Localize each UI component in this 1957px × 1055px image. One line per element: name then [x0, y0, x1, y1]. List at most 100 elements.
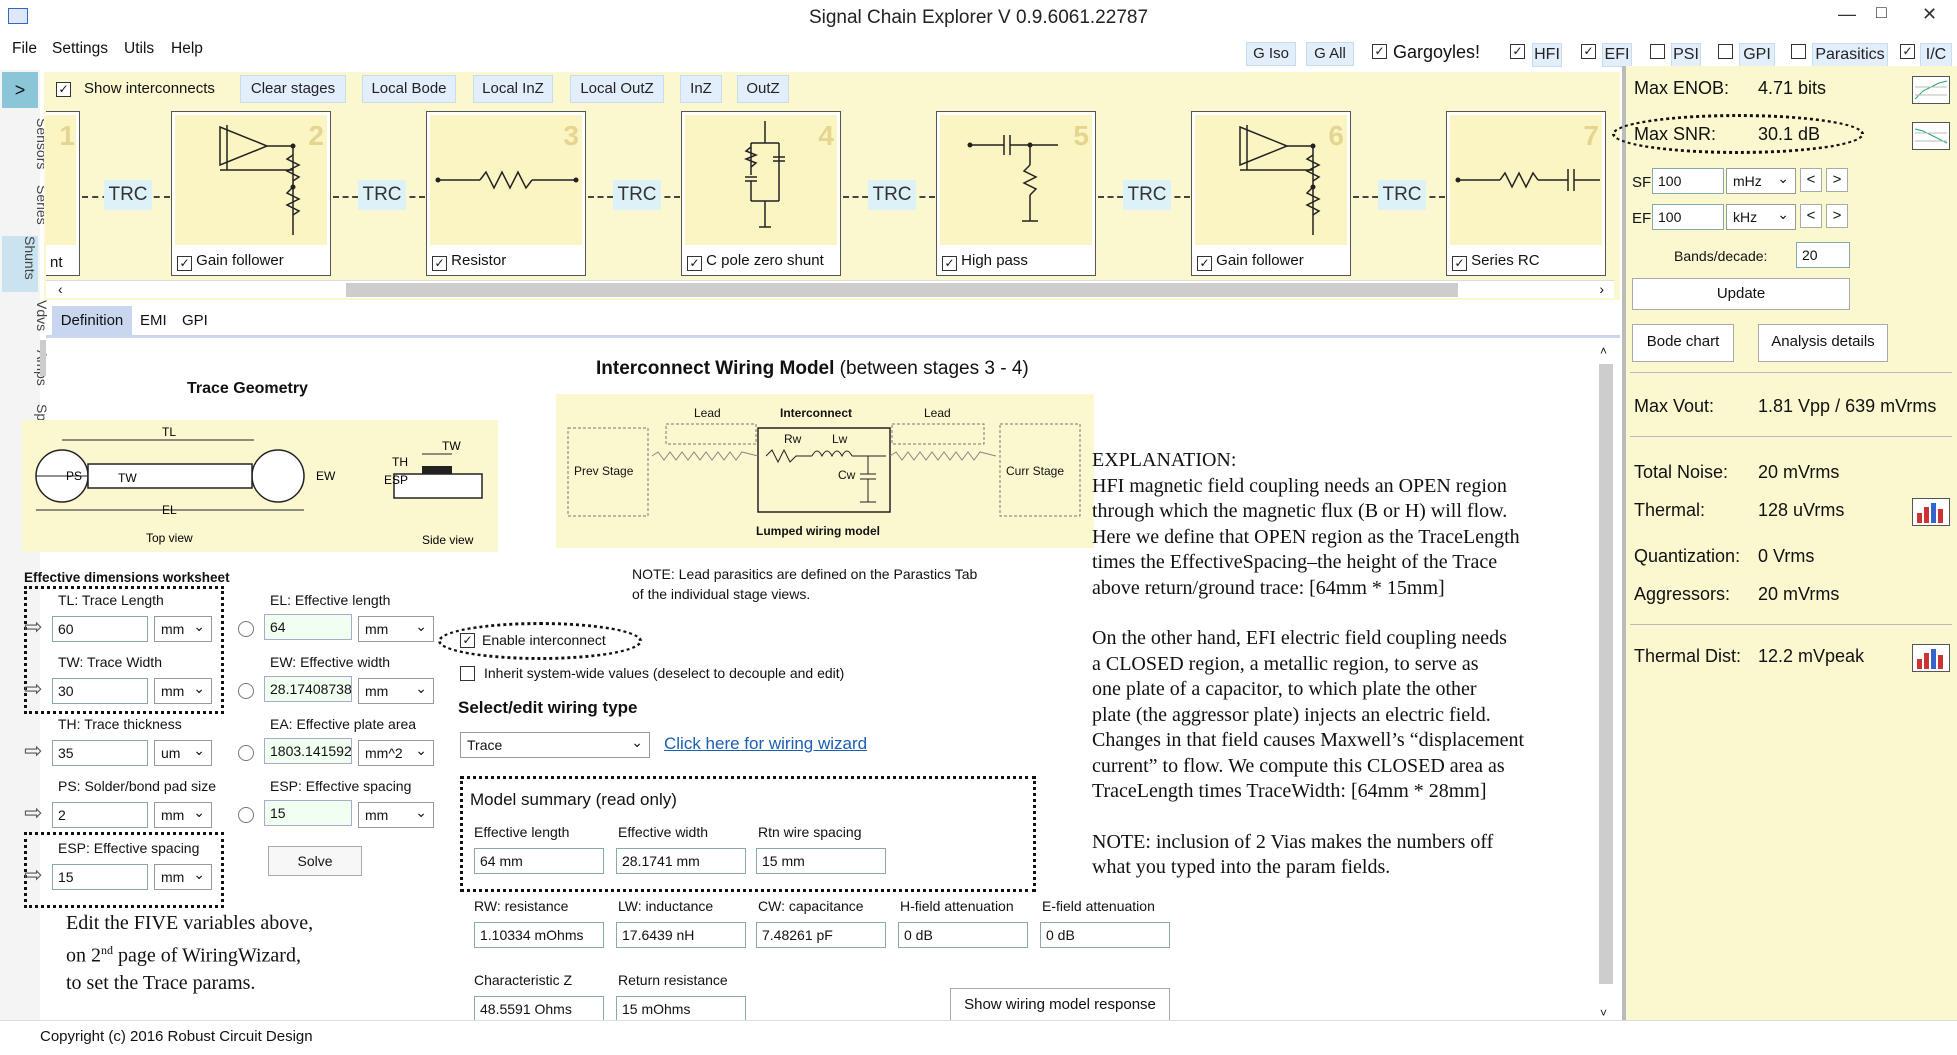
scroll-up-icon[interactable]: ˄	[1600, 344, 1608, 358]
esp-input[interactable]: 15	[52, 864, 148, 890]
esp2-radio[interactable]	[238, 807, 254, 823]
trc-button[interactable]: TRC	[1123, 180, 1171, 210]
show-response-button[interactable]: Show wiring model response	[950, 988, 1170, 1022]
ef-input[interactable]: 100	[1652, 204, 1724, 230]
scroll-left-icon[interactable]: ‹	[58, 281, 63, 297]
vscroll-thumb[interactable]	[1599, 364, 1613, 984]
efi-checkbox[interactable]: ✓	[1581, 44, 1596, 59]
stage-checkbox[interactable]: ✓	[1197, 256, 1212, 271]
wiring-type-select[interactable]: Trace	[460, 730, 650, 758]
stage-scrollbar[interactable]: ‹ ›	[46, 280, 1614, 298]
esp2-unit-select[interactable]: mm	[358, 800, 434, 828]
trc-button[interactable]: TRC	[358, 180, 406, 210]
inz-button[interactable]: InZ	[680, 75, 722, 103]
bands-input[interactable]: 20	[1796, 242, 1850, 268]
inherit-checkbox[interactable]	[460, 666, 475, 681]
update-button[interactable]: Update	[1632, 278, 1850, 310]
enable-interconnect-checkbox[interactable]: ✓	[460, 633, 475, 648]
outz-button[interactable]: OutZ	[737, 75, 789, 103]
trc-button[interactable]: TRC	[868, 180, 916, 210]
th-input[interactable]: 35	[52, 740, 148, 766]
main-vscrollbar[interactable]: ˄ ˅	[1596, 344, 1616, 1020]
tab-definition[interactable]: Definition	[52, 306, 132, 338]
stage-3[interactable]: 3 ✓ Resistor	[426, 111, 586, 276]
esp-unit-select[interactable]: mm	[154, 862, 212, 890]
sf-unit-select[interactable]: mHz	[1726, 166, 1796, 194]
g-iso-button[interactable]: G Iso	[1246, 42, 1296, 66]
minimize-icon[interactable]: —	[1838, 4, 1856, 24]
stage-checkbox[interactable]: ✓	[1452, 256, 1467, 271]
ew-radio[interactable]	[238, 683, 254, 699]
g-all-button[interactable]: G All	[1306, 42, 1354, 66]
close-icon[interactable]: ✕	[1922, 4, 1938, 24]
wiring-wizard-link[interactable]: Click here for wiring wizard	[664, 734, 868, 753]
thermal-histogram-icon[interactable]	[1912, 498, 1950, 526]
local-inz-button[interactable]: Local InZ	[473, 75, 553, 103]
snr-chart-icon[interactable]	[1912, 122, 1950, 150]
tw-unit-select[interactable]: mm	[154, 676, 212, 704]
tab-gpi[interactable]: GPI	[182, 312, 208, 329]
menu-utils[interactable]: Utils	[124, 40, 155, 57]
el-input[interactable]: 64	[264, 614, 352, 640]
trc-button[interactable]: TRC	[613, 180, 661, 210]
stage-7[interactable]: 7 ✓ Series RC	[1446, 111, 1606, 276]
ea-radio[interactable]	[238, 745, 254, 761]
stage-checkbox[interactable]: ✓	[687, 256, 702, 271]
ea-input[interactable]: 1803.1415926	[264, 738, 352, 764]
solve-button[interactable]: Solve	[268, 846, 362, 876]
sf-prev-button[interactable]: <	[1800, 168, 1822, 192]
stage-5[interactable]: 5 ✓ High pass	[936, 111, 1096, 276]
tab-emi[interactable]: EMI	[140, 312, 167, 329]
hfi-checkbox[interactable]: ✓	[1510, 44, 1525, 59]
psi-checkbox[interactable]	[1650, 44, 1665, 59]
maximize-icon[interactable]: □	[1876, 2, 1887, 22]
esp2-input[interactable]: 15	[264, 800, 352, 826]
trc-button[interactable]: TRC	[104, 180, 152, 210]
sf-next-button[interactable]: >	[1826, 168, 1848, 192]
ef-next-button[interactable]: >	[1826, 204, 1848, 228]
enob-chart-icon[interactable]	[1912, 76, 1950, 104]
thermal-dist-histogram-icon[interactable]	[1912, 644, 1950, 672]
stage-1[interactable]: 1 nt	[46, 111, 80, 276]
expand-button[interactable]: >	[2, 72, 38, 108]
analysis-details-button[interactable]: Analysis details	[1758, 324, 1888, 362]
parasitics-checkbox[interactable]	[1791, 44, 1806, 59]
gargoyles-checkbox[interactable]: ✓	[1372, 44, 1387, 59]
menu-settings[interactable]: Settings	[52, 40, 109, 57]
th-unit-select[interactable]: um	[154, 738, 212, 766]
bode-chart-button[interactable]: Bode chart	[1632, 324, 1734, 362]
el-radio[interactable]	[238, 621, 254, 637]
ef-unit-select[interactable]: kHz	[1726, 202, 1796, 230]
ea-unit-select[interactable]: mm^2	[358, 738, 434, 766]
clear-stages-button[interactable]: Clear stages	[240, 75, 346, 103]
stage-checkbox[interactable]: ✓	[942, 256, 957, 271]
sf-input[interactable]: 100	[1652, 168, 1724, 194]
ew-unit-select[interactable]: mm	[358, 676, 434, 704]
ic-checkbox[interactable]: ✓	[1900, 44, 1915, 59]
scroll-right-icon[interactable]: ›	[1599, 281, 1604, 297]
local-outz-button[interactable]: Local OutZ	[570, 75, 664, 103]
ps-unit-select[interactable]: mm	[154, 800, 212, 828]
tl-unit-select[interactable]: mm	[154, 614, 212, 642]
scroll-down-icon[interactable]: ˅	[1600, 1006, 1608, 1020]
stage-2[interactable]: 2 ✓ Gain follower	[171, 111, 331, 276]
gpi-checkbox[interactable]	[1718, 44, 1733, 59]
tl-input[interactable]: 60	[52, 616, 148, 642]
ef-prev-button[interactable]: <	[1800, 204, 1822, 228]
stage-checkbox[interactable]: ✓	[177, 256, 192, 271]
menu-help[interactable]: Help	[171, 40, 203, 57]
ew-input[interactable]: 28.174087385	[264, 676, 352, 702]
local-bode-button[interactable]: Local Bode	[362, 75, 456, 103]
tab-vdvs[interactable]: Vdvs	[34, 300, 50, 332]
stage-checkbox[interactable]: ✓	[432, 256, 447, 271]
ps-input[interactable]: 2	[52, 802, 148, 828]
stage-4[interactable]: 4 ✓ C pole zero shunt	[681, 111, 841, 276]
trc-button[interactable]: TRC	[1378, 180, 1426, 210]
scroll-thumb[interactable]	[346, 283, 1458, 297]
tab-shunts[interactable]: Shunts	[2, 236, 38, 292]
menu-file[interactable]: File	[12, 40, 37, 57]
el-unit-select[interactable]: mm	[358, 614, 434, 642]
tw-input[interactable]: 30	[52, 678, 148, 704]
stage-6[interactable]: 6 ✓ Gain follower	[1191, 111, 1351, 276]
show-interconnects-checkbox[interactable]: ✓	[56, 82, 71, 97]
